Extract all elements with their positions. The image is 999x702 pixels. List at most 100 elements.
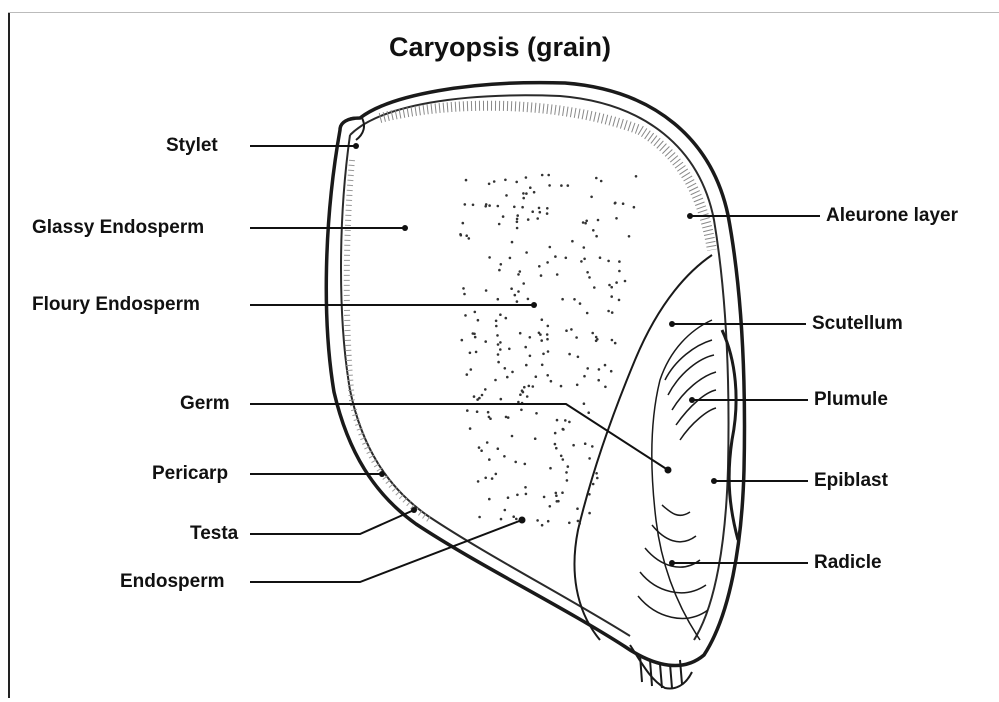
stipple-dot: [548, 184, 551, 187]
stipple-dot: [586, 312, 589, 315]
stipple-dot: [474, 336, 477, 339]
label-germ: Germ: [180, 393, 230, 415]
label-epiblast: Epiblast: [814, 470, 888, 492]
stipple-dot: [579, 302, 582, 305]
stipple-dot: [560, 455, 563, 458]
stipple-dot: [531, 210, 534, 213]
stipple-dot: [597, 379, 600, 382]
stipple-dot: [598, 368, 601, 371]
stipple-dot: [542, 353, 545, 356]
scutellum-boundary: [574, 255, 712, 640]
stipple-dot: [475, 351, 478, 354]
stipple-dot: [497, 361, 500, 364]
stipple-dot: [546, 207, 549, 210]
stipple-dot: [546, 261, 549, 264]
stipple-dot: [532, 385, 535, 388]
leader-endosperm: [250, 520, 522, 582]
stipple-dot: [556, 419, 559, 422]
stipple-dot: [536, 519, 539, 522]
stipple-dot: [607, 260, 610, 263]
stipple-dot: [549, 505, 552, 508]
stipple-dot: [517, 273, 520, 276]
stipple-dot: [505, 416, 508, 419]
stipple-dot: [549, 467, 552, 470]
stipple-dot: [478, 446, 481, 449]
stipple-dot: [494, 379, 497, 382]
stipple-dot: [568, 421, 571, 424]
stipple-dot: [525, 176, 528, 179]
leader-lines: [250, 146, 820, 582]
stipple-dot: [614, 202, 617, 205]
stipple-dot: [597, 219, 600, 222]
stipple-dot: [588, 457, 591, 460]
stipple-dot: [561, 298, 564, 301]
stipple-dot: [547, 520, 550, 523]
aleurone-stipple: [347, 106, 712, 520]
stipple-dot: [622, 202, 625, 205]
stipple-dot: [610, 286, 613, 289]
stipple-dot: [464, 314, 467, 317]
stipple-dot: [618, 270, 621, 273]
grain-base: [630, 645, 692, 688]
stipple-dot: [525, 364, 528, 367]
stipple-dot: [465, 234, 468, 237]
stipple-dot: [608, 284, 611, 287]
stipple-dot: [477, 480, 480, 483]
stipple-dot: [599, 256, 602, 259]
stipple-dot: [554, 255, 557, 258]
stipple-dot: [524, 346, 527, 349]
stipple-dot: [595, 340, 598, 343]
stipple-dot: [582, 221, 585, 224]
stipple-dot: [595, 336, 598, 339]
stipple-dot: [510, 287, 513, 290]
stipple-dot: [476, 410, 479, 413]
stipple-dot: [508, 348, 511, 351]
stipple-dot: [522, 282, 525, 285]
stipple-dot: [486, 441, 489, 444]
stipple-dot: [515, 518, 518, 521]
stipple-dot: [540, 274, 543, 277]
stipple-dot: [592, 483, 595, 486]
stipple-dot: [604, 386, 607, 389]
stipple-dot: [498, 269, 501, 272]
stipple-dot: [564, 419, 567, 422]
stipple-dot: [577, 356, 580, 359]
stipple-dot: [585, 220, 588, 223]
stipple-dot: [521, 389, 524, 392]
stipple-dot: [541, 524, 544, 527]
stipple-dot: [573, 298, 576, 301]
stipple-dot: [527, 218, 530, 221]
stipple-dot: [595, 472, 598, 475]
leader-dots: [353, 143, 717, 566]
stipple-dot: [491, 477, 494, 480]
stipple-dot: [584, 442, 587, 445]
stipple-dot: [511, 435, 514, 438]
stipple-dot: [562, 458, 565, 461]
stipple-dot: [504, 179, 507, 182]
stipple-dot: [495, 325, 498, 328]
stipple-dot: [522, 192, 525, 195]
stipple-dot: [528, 385, 531, 388]
stipple-dot: [592, 229, 595, 232]
stipple-dot: [499, 341, 502, 344]
stipple-dot: [538, 265, 541, 268]
stipple-dot: [498, 223, 501, 226]
stipple-dot: [560, 385, 563, 388]
stipple-dot: [588, 512, 591, 515]
label-scutellum: Scutellum: [812, 313, 903, 335]
stipple-dot: [618, 299, 621, 302]
stipple-dot: [525, 493, 528, 496]
stipple-dot: [512, 515, 515, 518]
stipple-dot: [570, 328, 573, 331]
stipple-dot: [556, 273, 559, 276]
stipple-dot: [546, 374, 549, 377]
stipple-dot: [565, 257, 568, 260]
stipple-dot: [514, 461, 517, 464]
stipple-dot: [539, 211, 542, 214]
stipple-dot: [500, 398, 503, 401]
stipple-dot: [546, 338, 549, 341]
stipple-dot: [535, 412, 538, 415]
stipple-dot: [560, 184, 563, 187]
stipple-dot: [561, 491, 564, 494]
stipple-dot: [576, 384, 579, 387]
